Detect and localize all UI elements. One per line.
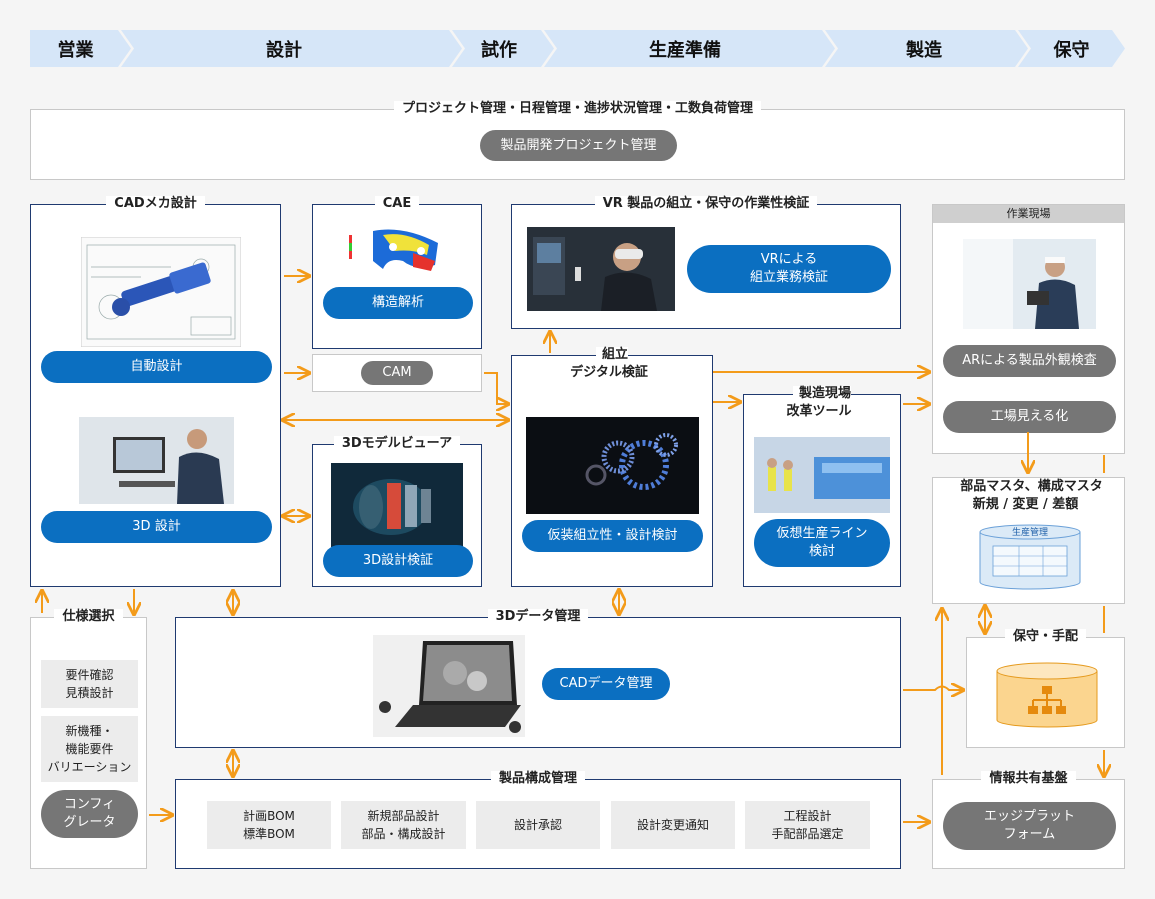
kaizen-box: 製造現場 改革ツール 仮想生産ライン 検討: [743, 386, 901, 587]
vr-photo: [527, 227, 675, 311]
parts-master-box: 部品マスタ、構成マスタ 新規 / 変更 / 差額 生産管理: [932, 477, 1125, 604]
new-model-variation-chip[interactable]: 新機種・ 機能要件 バリエーション: [41, 716, 138, 782]
vr-box: VR 製品の組立・保守の作業性検証 VRによる 組立業務検証: [511, 196, 901, 329]
project-management-pill[interactable]: 製品開発プロジェクト管理: [480, 130, 677, 161]
ar-inspection-photo: [963, 239, 1096, 329]
digital-gears-image: [526, 417, 699, 514]
cad-design-title: CADメカ設計: [31, 195, 280, 213]
phase-design: 設計: [266, 39, 302, 61]
assembly-title: 組立 デジタル検証: [512, 346, 712, 382]
phase-maintenance: 保守: [1053, 39, 1090, 61]
vr-title: VR 製品の組立・保守の作業性検証: [512, 195, 900, 213]
cae-simulation-image: [343, 221, 453, 279]
new-parts-design-chip[interactable]: 新規部品設計 部品・構成設計: [341, 801, 466, 849]
3d-data-management-title: 3Dデータ管理: [176, 608, 900, 626]
cad-drawing-image: [81, 237, 241, 347]
maintenance-title: 保守・手配: [967, 628, 1124, 646]
production-db-icon: 生産管理: [979, 524, 1081, 590]
3d-viewer-box: 3Dモデルビューア 3D設計検証: [312, 436, 482, 587]
3d-design-verification-button[interactable]: 3D設計検証: [323, 545, 473, 577]
cam-pill[interactable]: CAM: [361, 361, 433, 385]
product-configuration-title: 製品構成管理: [176, 770, 900, 788]
ar-inspection-button[interactable]: ARによる製品外観検査: [943, 345, 1116, 377]
assembly-box: 組立 デジタル検証 仮装組立性・設計検討: [511, 347, 713, 587]
arrow-cam-to-assembly: [484, 372, 507, 404]
cae-box: CAE 構造解析: [312, 196, 482, 349]
cad-data-management-button[interactable]: CADデータ管理: [542, 668, 670, 700]
project-management-box: プロジェクト管理・日程管理・進捗状況管理・工数負荷管理 製品開発プロジェクト管理: [30, 101, 1125, 180]
production-db-label: 生産管理: [1011, 528, 1048, 538]
edge-platform-button[interactable]: エッジプラット フォーム: [943, 802, 1116, 850]
virtual-production-line-button[interactable]: 仮想生産ライン 検討: [754, 519, 890, 567]
cae-title: CAE: [313, 195, 481, 213]
laptop-image: [373, 635, 525, 737]
configurator-button[interactable]: コンフィ グレータ: [41, 790, 138, 838]
work-site-header: 作業現場: [933, 205, 1124, 223]
cad-design-box: CADメカ設計 自動設計 3D 設計: [30, 196, 281, 587]
kaizen-title: 製造現場 改革ツール: [744, 385, 900, 421]
designer-photo: [79, 417, 234, 504]
phase-production-prep: 生産準備: [649, 39, 721, 61]
project-management-title: プロジェクト管理・日程管理・進捗状況管理・工数負荷管理: [31, 100, 1124, 118]
info-platform-title: 情報共有基盤: [933, 770, 1124, 788]
phase-arrows-graphic: [30, 30, 1125, 67]
auto-design-button[interactable]: 自動設計: [41, 351, 272, 383]
spec-selection-title: 仕様選択: [31, 608, 146, 626]
design-approval-chip[interactable]: 設計承認: [476, 801, 600, 849]
spec-selection-box: 仕様選択 要件確認 見積設計 新機種・ 機能要件 バリエーション コンフィ グレ…: [30, 609, 147, 869]
maintenance-box: 保守・手配: [966, 629, 1125, 748]
vr-assembly-verification-button[interactable]: VRによる 組立業務検証: [687, 245, 891, 293]
maintenance-db-icon: [996, 662, 1098, 728]
3d-design-button[interactable]: 3D 設計: [41, 511, 272, 543]
bom-plan-standard-chip[interactable]: 計画BOM 標準BOM: [207, 801, 331, 849]
cam-box: CAM: [312, 354, 482, 392]
arrow-data-to-maint: [903, 687, 962, 691]
process-design-chip[interactable]: 工程設計 手配部品選定: [745, 801, 870, 849]
design-change-notice-chip[interactable]: 設計変更通知: [611, 801, 735, 849]
3d-model-image: [331, 463, 463, 547]
work-site-box: 作業現場 ARによる製品外観検査 工場見える化: [932, 204, 1125, 454]
parts-master-title: 部品マスタ、構成マスタ 新規 / 変更 / 差額: [933, 478, 1124, 514]
phase-sales: 営業: [57, 39, 94, 61]
factory-visualization-button[interactable]: 工場見える化: [943, 401, 1116, 433]
factory-photo: [754, 437, 890, 513]
structural-analysis-button[interactable]: 構造解析: [323, 287, 473, 319]
3d-data-management-box: 3Dデータ管理 CADデータ管理: [175, 609, 901, 748]
info-platform-box: 情報共有基盤 エッジプラット フォーム: [932, 771, 1125, 869]
phase-manufacturing: 製造: [906, 39, 942, 61]
phase-prototype: 試作: [481, 39, 517, 61]
3d-viewer-title: 3Dモデルビューア: [313, 435, 481, 453]
requirements-estimate-chip[interactable]: 要件確認 見積設計: [41, 660, 138, 708]
virtual-assembly-button[interactable]: 仮装組立性・設計検討: [522, 520, 703, 552]
product-configuration-box: 製品構成管理 計画BOM 標準BOM 新規部品設計 部品・構成設計 設計承認 設…: [175, 771, 901, 869]
